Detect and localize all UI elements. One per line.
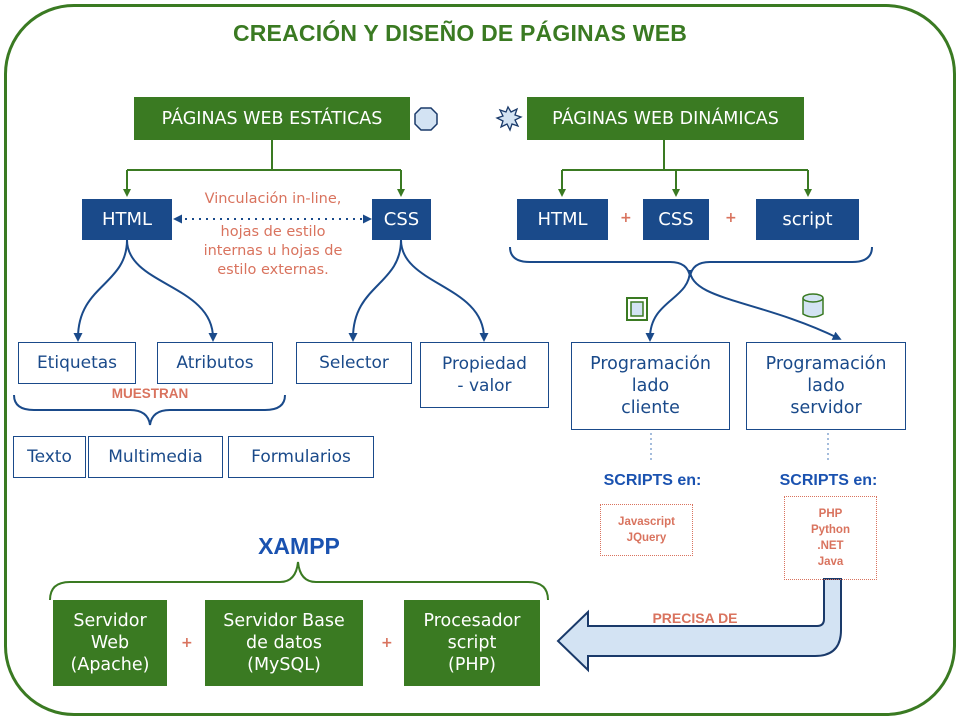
precisa-de-label: PRECISA DE (652, 610, 738, 626)
dynamic-tree-lines (558, 140, 812, 197)
script-processor-line: Procesador (423, 611, 521, 631)
selector-box: Selector (296, 342, 412, 384)
plus-sign: + (725, 210, 737, 226)
propiedad-valor-box: Propiedad - valor (420, 342, 549, 408)
propiedad-line: - valor (457, 376, 512, 396)
static-tree-lines (123, 140, 405, 197)
page-title: CREACIÓN Y DISEÑO DE PÁGINAS WEB (232, 20, 688, 46)
client-scripts-heading: SCRIPTS en: (603, 472, 702, 489)
client-language: JQuery (626, 532, 667, 544)
formularios-box: Formularios (228, 436, 374, 478)
server-language: .NET (817, 540, 844, 552)
precisa-de-arrow (556, 578, 842, 673)
client-side-box: Programación lado cliente (571, 342, 730, 430)
link-note-line: internas u hojas de (203, 243, 343, 259)
etiquetas-box: Etiquetas (18, 342, 136, 384)
multimedia-box: Multimedia (88, 436, 223, 478)
muestran-brace (13, 394, 286, 426)
client-side-line: Programación (590, 354, 711, 374)
link-note-line: hojas de estilo (220, 224, 326, 240)
texto-box: Texto (13, 436, 86, 478)
static-pages-header: PÁGINAS WEB ESTÁTICAS (134, 97, 410, 140)
server-languages-box: PHP Python .NET Java (784, 496, 877, 580)
dynamic-script-box: script (756, 199, 859, 240)
xampp-brace (49, 561, 549, 601)
dynamic-css-box: CSS (643, 199, 709, 240)
starburst-icon (495, 105, 523, 132)
plus-sign: + (381, 635, 393, 651)
web-server-line: Servidor (73, 611, 147, 631)
xampp-title: XAMPP (258, 533, 340, 559)
link-note-line: estilo externas. (217, 262, 329, 278)
database-server-line: Servidor Base (223, 611, 345, 631)
script-processor-box: Procesador script (PHP) (404, 600, 540, 686)
server-side-line: Programación (765, 354, 887, 374)
window-icon (626, 297, 648, 321)
plus-sign: + (181, 635, 193, 651)
client-languages-box: Javascript JQuery (600, 504, 693, 556)
web-server-line: Web (90, 633, 130, 653)
dynamic-html-box: HTML (517, 199, 608, 240)
atributos-box: Atributos (157, 342, 273, 384)
server-language: PHP (818, 508, 843, 520)
link-note-line: Vinculación in-line, (202, 190, 344, 209)
server-language: Java (817, 556, 844, 568)
database-server-box: Servidor Base de datos (MySQL) (205, 600, 363, 686)
database-icon (802, 293, 824, 318)
server-scripts-heading: SCRIPTS en: (779, 472, 878, 489)
script-processor-line: (PHP) (448, 655, 496, 675)
static-css-box: CSS (372, 199, 431, 240)
client-side-line: lado (631, 376, 670, 396)
client-side-line: cliente (621, 398, 680, 418)
database-server-line: de datos (246, 633, 322, 653)
web-server-line: (Apache) (70, 655, 150, 675)
propiedad-line: Propiedad (442, 354, 527, 374)
muestran-label: MUESTRAN (111, 386, 189, 401)
server-side-line: lado (807, 376, 845, 396)
script-processor-line: script (447, 633, 497, 653)
plus-sign: + (620, 210, 632, 226)
server-language: Python (811, 524, 850, 536)
dynamic-pages-header: PÁGINAS WEB DINÁMICAS (527, 97, 804, 140)
client-language: Javascript (618, 516, 675, 528)
static-html-box: HTML (82, 199, 172, 240)
server-side-box: Programación lado servidor (746, 342, 906, 430)
database-server-line: (MySQL) (247, 655, 321, 675)
octagon-icon (414, 107, 438, 131)
web-server-box: Servidor Web (Apache) (53, 600, 167, 686)
link-note: Vinculación in-line, hojas de estilo int… (180, 190, 366, 280)
server-side-line: servidor (790, 398, 862, 418)
outer-frame (4, 4, 956, 716)
